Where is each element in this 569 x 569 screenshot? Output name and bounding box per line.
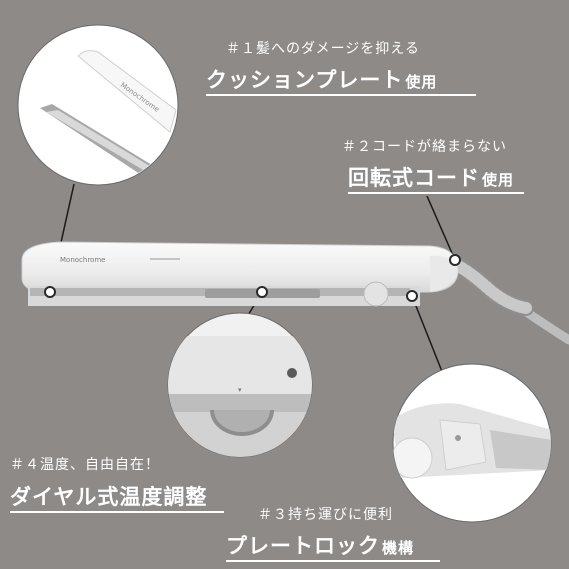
feature-3-subtitle: ＃３持ち運びに便利	[258, 507, 393, 523]
feature-1-subtitle: ＃１髪へのダメージを抑える	[226, 41, 420, 57]
feature-1-title-text: クッションプレート	[206, 68, 404, 92]
power-cord	[440, 254, 569, 345]
feature-2-title: 回転式コード使用	[348, 162, 514, 192]
feature-3-title-text: プレートロック	[226, 534, 380, 558]
feature-2-title-text: 回転式コード	[348, 166, 480, 190]
feature-3-title: プレートロック機構	[226, 530, 414, 560]
feature-1-title: クッションプレート使用	[206, 64, 437, 94]
feature-1-suffix: 使用	[405, 73, 438, 91]
feature-4-title: ダイヤル式温度調整	[10, 481, 207, 511]
zoom-circle-cushion-plate: Monochrome	[17, 24, 179, 186]
feature-2-underline	[348, 192, 524, 194]
svg-text:▾: ▾	[238, 386, 242, 394]
feature-4-underline	[10, 511, 224, 513]
feature-3-underline	[226, 560, 440, 562]
feature-4-title-text: ダイヤル式温度調整	[10, 485, 208, 509]
hair-iron: Monochrome	[21, 241, 459, 307]
iron-brand-text: Monochrome	[60, 256, 105, 264]
feature-2-subtitle: ＃２コードが絡まらない	[342, 139, 507, 155]
feature-2-suffix: 使用	[482, 171, 515, 189]
feature-1-underline	[206, 94, 476, 96]
callout-dots	[44, 254, 461, 302]
feature-3-suffix: 機構	[382, 539, 415, 557]
zoom-circle-plate-lock	[392, 363, 552, 523]
zoom-circle-dial: ▾	[167, 312, 313, 458]
feature-4-subtitle: ＃４温度、自由自在！	[10, 457, 160, 473]
